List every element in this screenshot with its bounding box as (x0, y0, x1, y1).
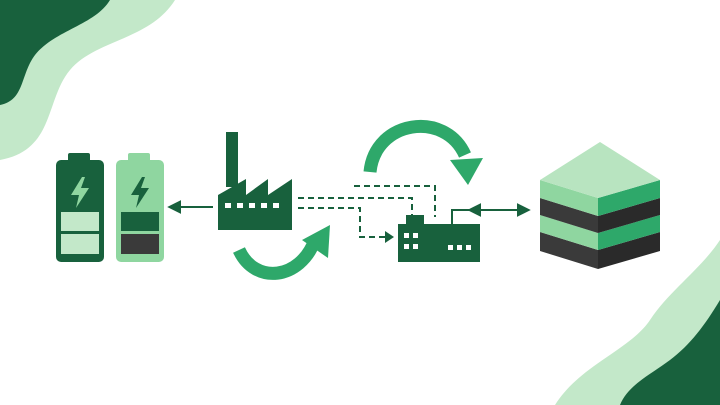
factory-icon (218, 132, 292, 230)
corner-decoration-bottom-right (555, 240, 720, 405)
processing-plant-icon (398, 215, 480, 262)
dashed-connectors (298, 185, 436, 238)
lightning-bolt-icon (131, 177, 149, 208)
cycle-arrow-top-icon (363, 119, 483, 185)
layered-stack-icon (540, 142, 660, 269)
battery-light-icon (116, 153, 164, 262)
battery-dark-icon (56, 153, 104, 262)
cycle-arrow-bottom-icon (233, 225, 330, 280)
plant-to-stack-connector (451, 209, 470, 224)
lightning-bolt-icon (71, 177, 89, 208)
corner-decoration-top-left (0, 0, 175, 160)
